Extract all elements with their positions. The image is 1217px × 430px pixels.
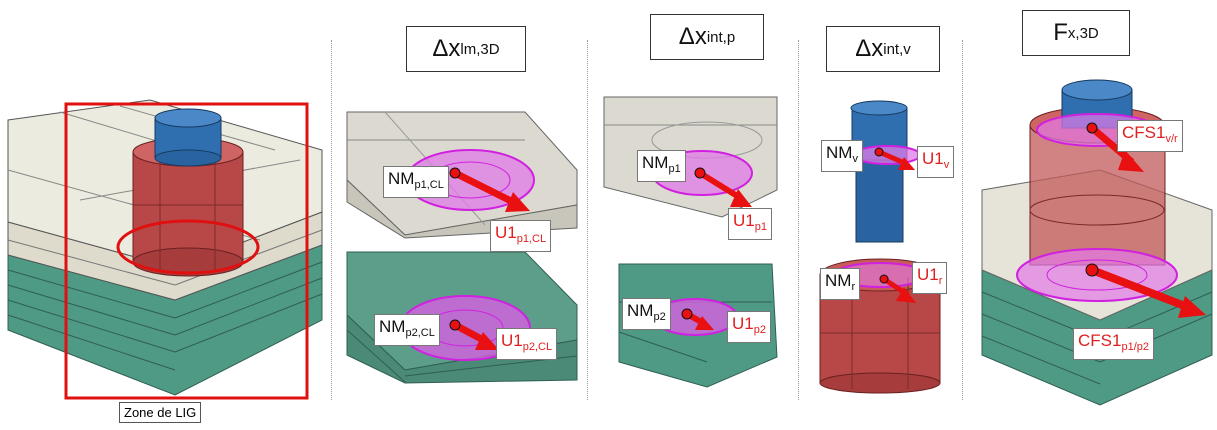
label-nm-v: NMv bbox=[821, 140, 863, 172]
label-nm-p1-cl: NMp1,CL bbox=[383, 166, 449, 198]
header-sub: int,v bbox=[883, 40, 911, 58]
label-u1-r: U1r bbox=[912, 262, 948, 294]
header-main: F bbox=[1053, 19, 1068, 46]
header-main: Δx bbox=[432, 35, 461, 62]
header-sub: x,3D bbox=[1067, 24, 1099, 42]
separator bbox=[331, 40, 332, 400]
label-nm-p2-cl: NMp2,CL bbox=[374, 314, 440, 346]
header-main: Δx bbox=[678, 23, 707, 50]
header-sub: lm,3D bbox=[460, 40, 500, 58]
label-nm-r: NMr bbox=[820, 268, 861, 300]
bolt-v-drawing bbox=[850, 100, 921, 243]
separator bbox=[587, 40, 588, 400]
label-nm-p2: NMp2 bbox=[622, 298, 671, 330]
overview-model-drawing bbox=[7, 99, 323, 400]
separator bbox=[962, 40, 963, 400]
header-main: Δx bbox=[855, 35, 884, 62]
label-u1-p2-cl: U1p2,CL bbox=[496, 328, 558, 360]
label-nm-p1: NMp1 bbox=[637, 150, 686, 182]
label-cfs1-vr: CFS1v/r bbox=[1117, 120, 1183, 152]
plate-p1-drawing bbox=[603, 96, 778, 218]
label-u1-p1-cl: U1p1,CL bbox=[490, 220, 552, 252]
header-sub: int,p bbox=[706, 28, 736, 46]
label-u1-v: U1v bbox=[917, 146, 955, 178]
separator bbox=[798, 40, 799, 400]
label-cfs1-p1p2: CFS1p1/p2 bbox=[1073, 328, 1154, 360]
zone-de-lig-label: Zone de LIG bbox=[119, 402, 202, 423]
label-u1-p1: U1p1 bbox=[728, 208, 772, 240]
label-u1-p2: U1p2 bbox=[727, 311, 771, 343]
